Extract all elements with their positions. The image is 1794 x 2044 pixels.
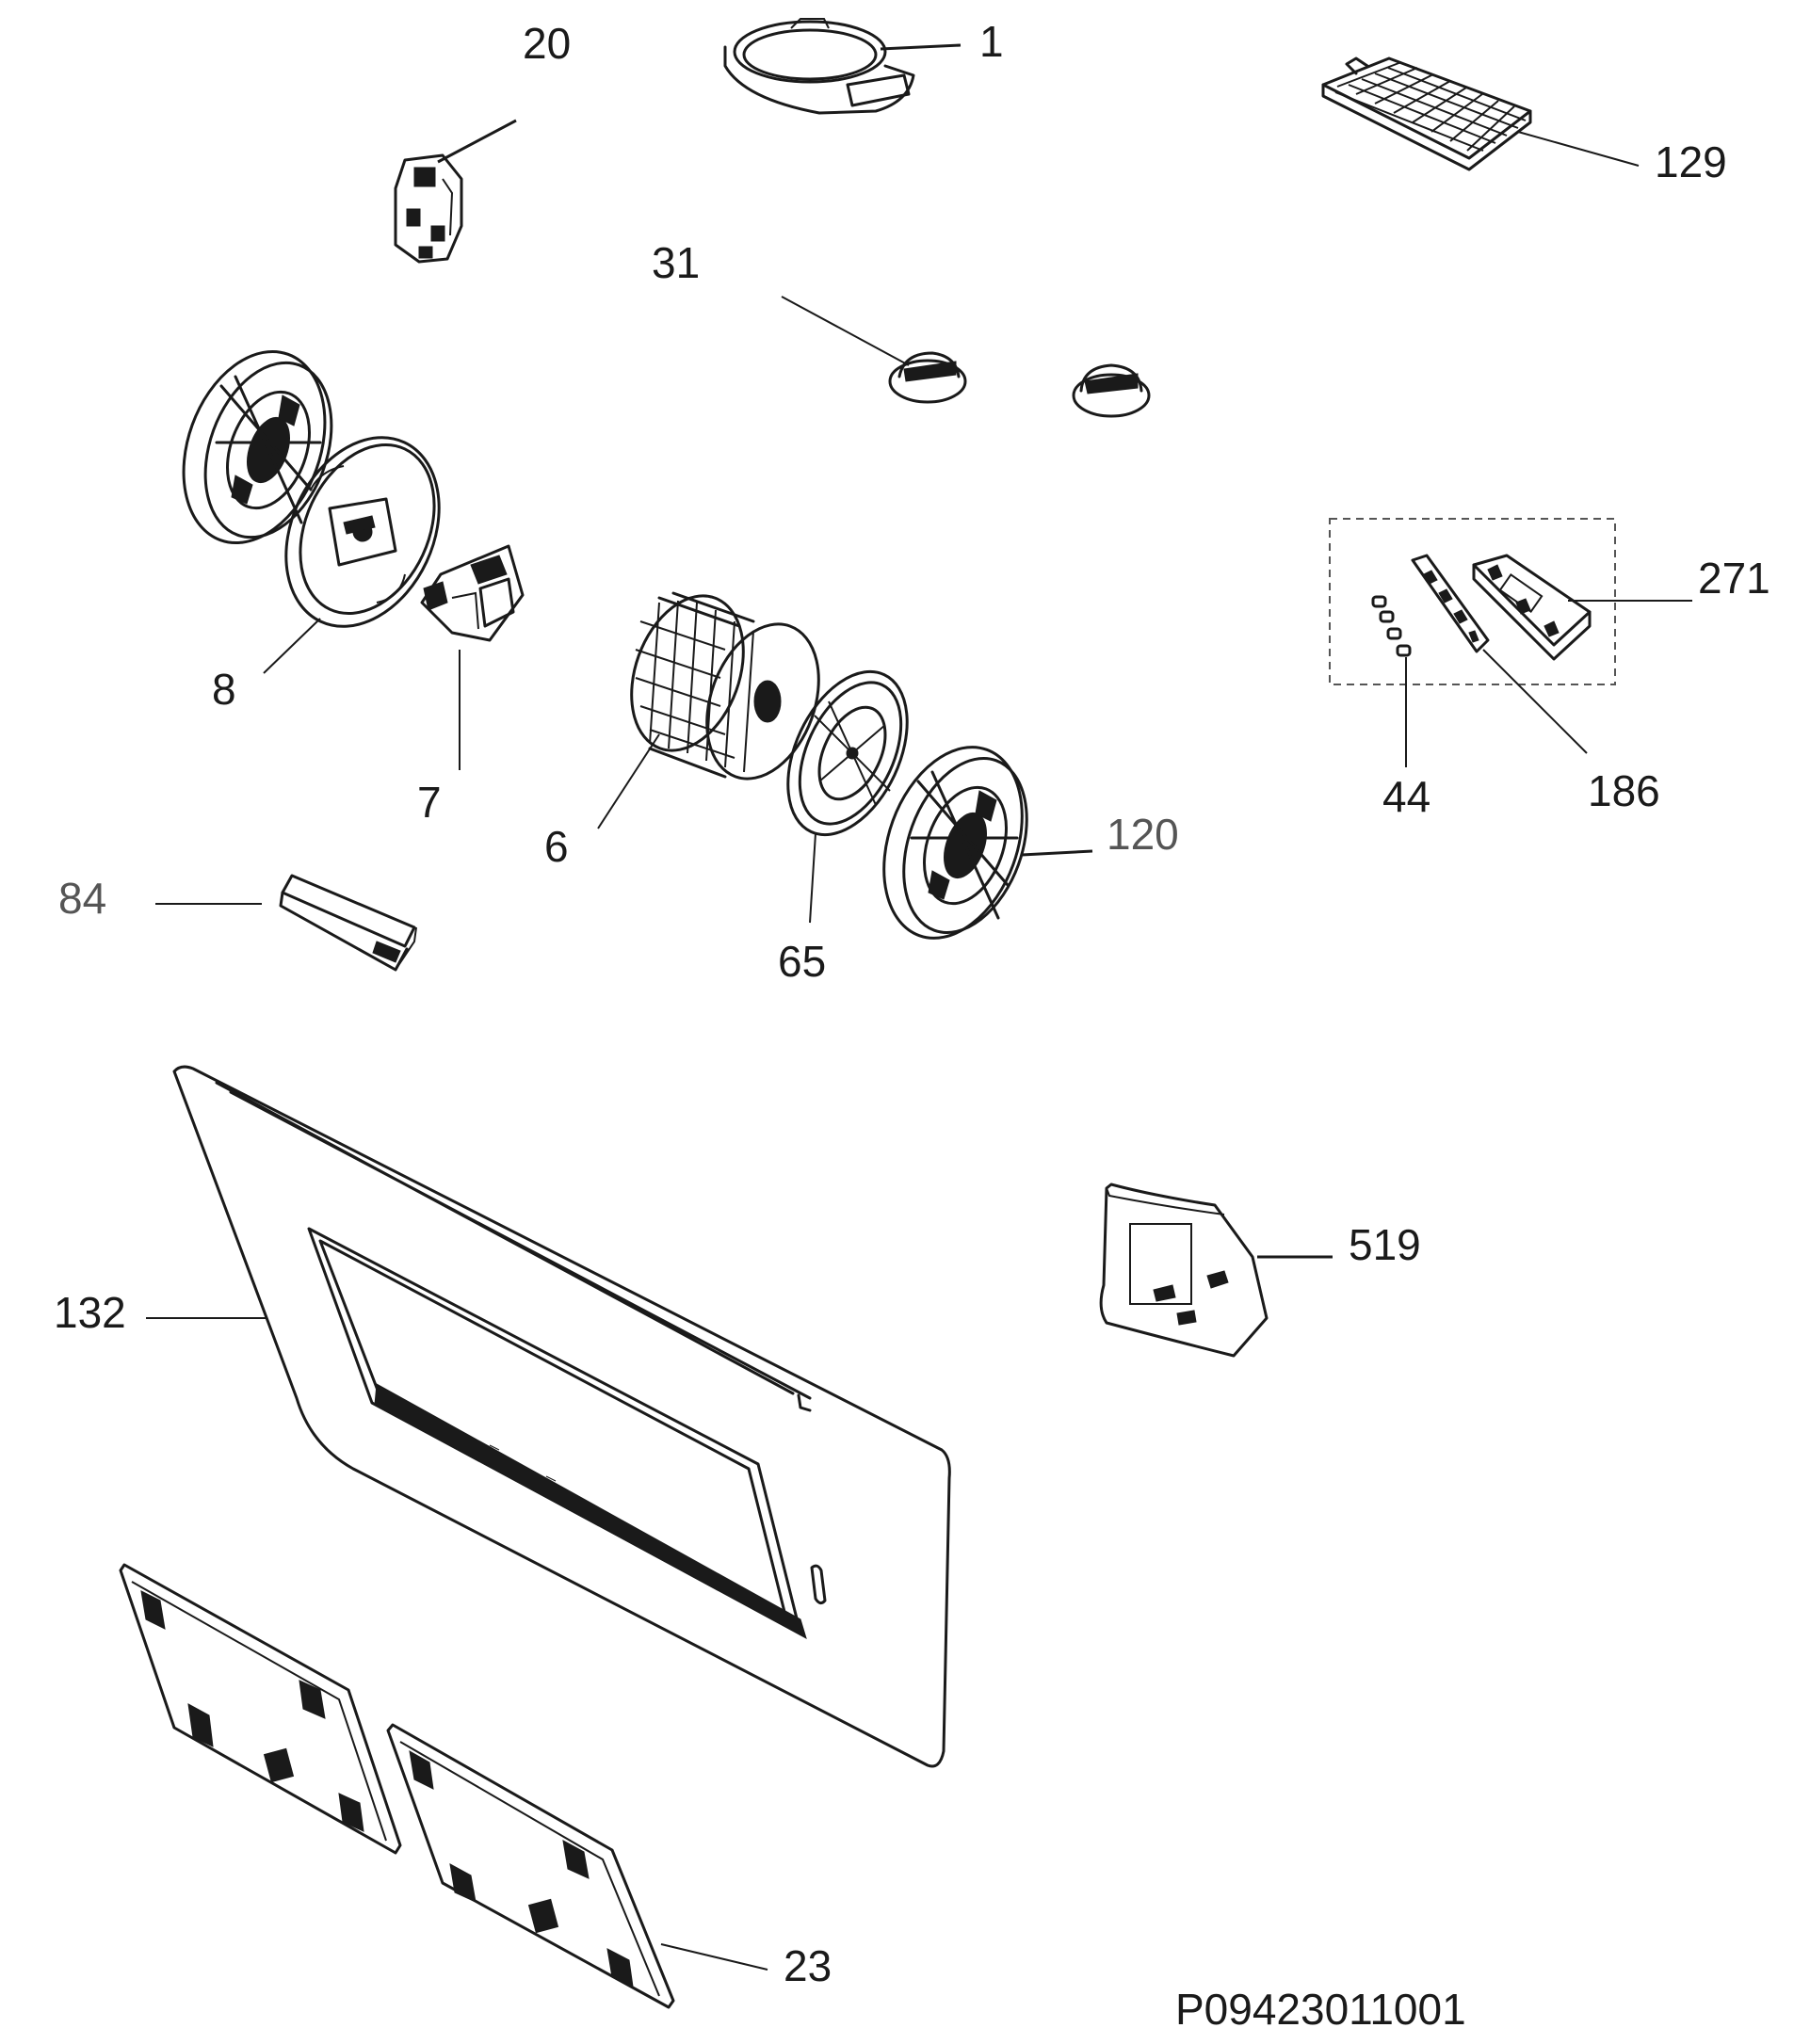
part-120-carbon-filter-left[interactable] bbox=[158, 331, 354, 562]
callout-8: 8 bbox=[212, 665, 236, 714]
callout-120: 120 bbox=[1107, 810, 1179, 859]
callout-129: 129 bbox=[1655, 137, 1727, 186]
leader-120 bbox=[1021, 849, 1093, 857]
callout-519: 519 bbox=[1349, 1220, 1421, 1269]
callout-20: 20 bbox=[523, 19, 571, 68]
callout-1: 1 bbox=[979, 17, 1004, 66]
callout-271: 271 bbox=[1698, 554, 1770, 603]
leader-1 bbox=[880, 43, 962, 51]
callout-7: 7 bbox=[417, 778, 442, 827]
leader-65 bbox=[809, 832, 816, 924]
part-65-grille-ring[interactable] bbox=[764, 652, 930, 853]
part-31-control-knob-2[interactable] bbox=[1072, 363, 1151, 418]
leader-129 bbox=[1517, 131, 1640, 167]
callout-132: 132 bbox=[54, 1288, 126, 1337]
part-6-fan-wheel[interactable] bbox=[611, 580, 839, 794]
part-44-buttons[interactable] bbox=[1371, 595, 1412, 657]
leader-31 bbox=[781, 296, 910, 366]
leader-186 bbox=[1482, 649, 1588, 754]
callout-84: 84 bbox=[58, 874, 106, 923]
leader-8 bbox=[263, 618, 321, 674]
drawing-code: P09423011001 bbox=[1175, 1985, 1466, 2034]
part-20-switch-block[interactable] bbox=[394, 153, 463, 264]
part-8-motor-plate[interactable] bbox=[257, 412, 469, 652]
part-23-grease-filter-right[interactable] bbox=[386, 1723, 675, 2009]
leader-23 bbox=[660, 1943, 768, 1971]
part-519-fixing-kit-bag[interactable] bbox=[1099, 1183, 1269, 1358]
callout-44: 44 bbox=[1382, 772, 1430, 821]
part-31-control-knob[interactable] bbox=[888, 351, 967, 404]
callout-186: 186 bbox=[1588, 766, 1660, 815]
callout-65: 65 bbox=[778, 937, 826, 986]
leader-6 bbox=[597, 733, 660, 829]
part-132-glass-panel[interactable] bbox=[172, 1065, 951, 1768]
callout-31: 31 bbox=[652, 238, 700, 287]
callout-6: 6 bbox=[544, 822, 569, 871]
part-271-switch-housing[interactable] bbox=[1472, 554, 1592, 661]
part-1-collar-ring[interactable] bbox=[723, 18, 915, 115]
part-120-carbon-filter-right[interactable] bbox=[859, 728, 1049, 958]
kit-group-box bbox=[1329, 518, 1616, 685]
part-186-circuit-strip[interactable] bbox=[1411, 554, 1490, 653]
callout-23: 23 bbox=[784, 1941, 832, 1990]
leader-20 bbox=[437, 119, 517, 164]
part-23-grease-filter-left[interactable] bbox=[119, 1563, 402, 1855]
part-7-motor[interactable] bbox=[420, 544, 525, 642]
part-129-grease-filter[interactable] bbox=[1321, 56, 1532, 171]
part-84-bracket[interactable] bbox=[279, 874, 417, 972]
